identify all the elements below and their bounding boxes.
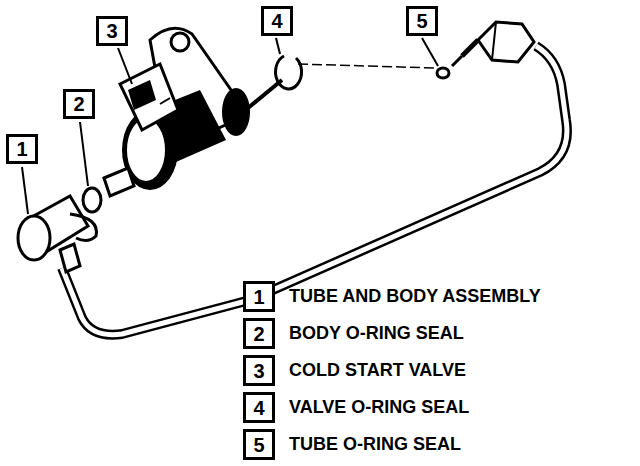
callout-box: 4 [243, 392, 275, 423]
callout-box: 4 [261, 6, 293, 36]
callout-number: 5 [416, 11, 427, 31]
callout-number: 1 [16, 139, 27, 159]
callout-box: 1 [6, 134, 38, 164]
callout-number: 2 [73, 94, 84, 114]
callout-number: 3 [106, 21, 117, 41]
callout-box: 3 [96, 16, 128, 46]
callout-box: 5 [243, 429, 275, 460]
callout-box: 2 [243, 318, 275, 349]
part-name: TUBE AND BODY ASSEMBLY [289, 287, 541, 305]
callout-number: 5 [253, 435, 264, 455]
callout-number: 4 [253, 398, 264, 418]
callout-box: 1 [243, 281, 275, 312]
callout-box: 5 [406, 6, 438, 36]
callout-number: 1 [253, 287, 264, 307]
part-name: BODY O-RING SEAL [289, 324, 464, 342]
callout-number: 2 [253, 324, 264, 344]
callout-box: 3 [243, 355, 275, 386]
callout-number: 4 [271, 11, 282, 31]
part-name: TUBE O-RING SEAL [289, 435, 461, 453]
part-name: COLD START VALVE [289, 361, 466, 379]
part-name: VALVE O-RING SEAL [289, 398, 469, 416]
callout-box: 2 [63, 89, 95, 119]
callout-number: 3 [253, 361, 264, 381]
